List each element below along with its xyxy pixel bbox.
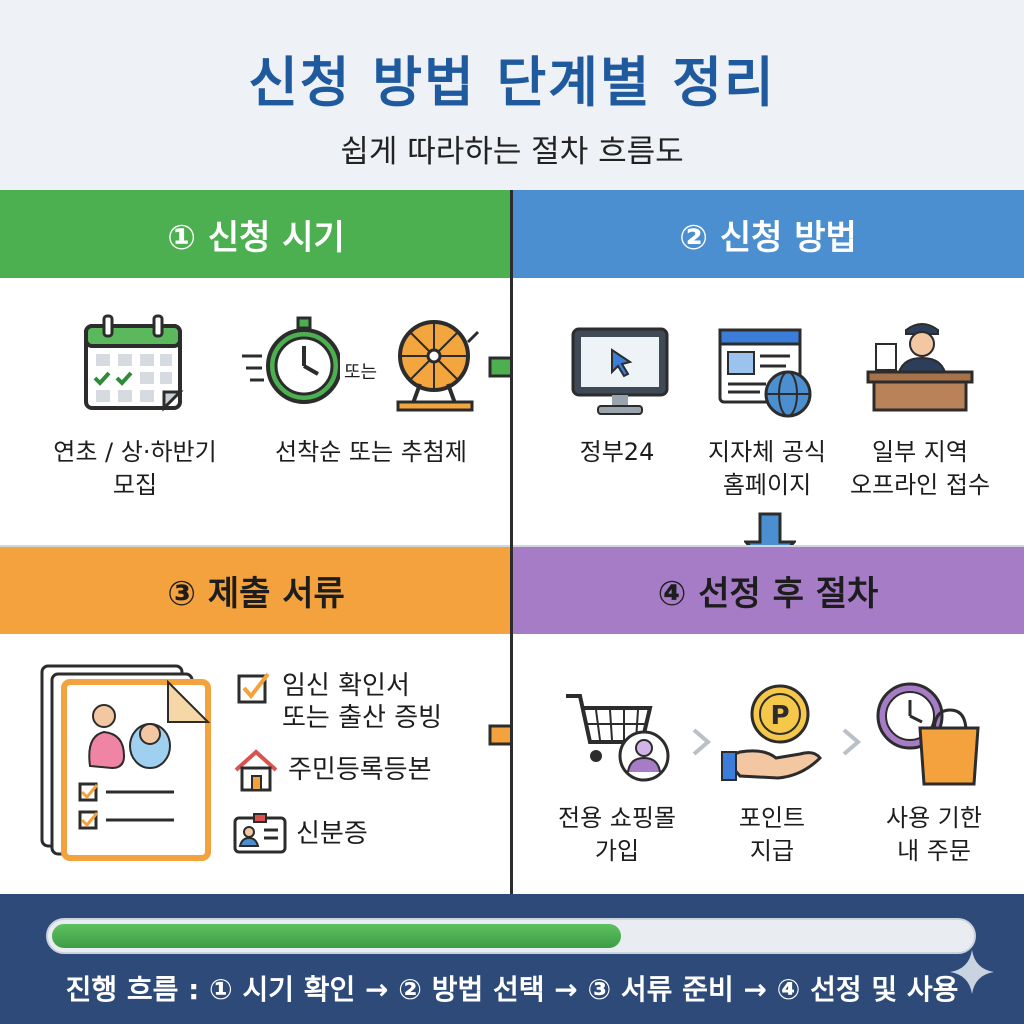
progress-bar: [46, 918, 976, 954]
footer: [0, 894, 1024, 1024]
step2-label-3: 일부 지역 오프라인 접수: [849, 438, 991, 499]
panel-divider-vertical: [510, 190, 513, 894]
stopwatch-icon: [242, 316, 340, 404]
step2-label-1: 정부24: [579, 438, 655, 466]
step1-label-2: 선착순 또는 추첨제: [275, 438, 467, 466]
chevron-right-icon: [842, 728, 862, 756]
cart-user-icon: [566, 694, 670, 782]
doc-label-3: 신분증: [296, 819, 368, 849]
step4-label-3: 사용 기한 내 주문: [886, 804, 982, 865]
doc-item-pregnancy: 임신 확인서 또는 출산 증빙: [236, 670, 442, 734]
step3-panel: ③ 제출 서류 임신 확인서 또는 출산 증빙 주민등록등본: [0, 546, 548, 894]
documents-icon: [40, 664, 211, 861]
page-subtitle: 쉽게 따라하는 절차 흐름도: [340, 134, 684, 170]
doc-label-2: 주민등록등본: [288, 755, 432, 785]
calendar-icon: [84, 314, 184, 412]
step4-label-2: 포인트 지급: [738, 804, 806, 865]
sparkle-icon: [950, 950, 994, 994]
flow-summary: 진행 흐름 : ① 시기 확인 → ② 방법 선택 → ③ 서류 준비 → ④ …: [65, 973, 959, 1006]
step4-panel: ④ 선정 후 절차 전용 쇼핑몰 가입 P 포인트 지급 사용 기한 내 주문: [512, 546, 1024, 894]
lottery-wheel-icon: [396, 320, 480, 412]
step3-heading: ③ 제출 서류: [0, 546, 512, 634]
clock-bag-icon: [876, 682, 980, 786]
page-title: 신청 방법 단계별 정리: [248, 51, 776, 114]
step4-label-1: 전용 쇼핑몰 가입: [557, 804, 677, 865]
or-label: 또는: [344, 362, 378, 383]
clerk-desk-icon: [866, 323, 974, 412]
doc-label-1: 임신 확인서 또는 출산 증빙: [282, 671, 443, 733]
doc-item-resident: 주민등록등본: [232, 748, 432, 792]
house-icon: [234, 749, 278, 792]
step1-label-1: 연초 / 상·하반기 모집: [53, 438, 217, 499]
step1-panel: ① 신청 시기 연초 / 상·하반기 모집 또는: [0, 190, 548, 546]
step1-heading: ① 신청 시기: [0, 190, 512, 278]
step2-panel: ② 신청 방법 정부24 지자체 공식 홈페이지 일부 지역 오프라인 접수: [512, 190, 1024, 572]
website-globe-icon: [718, 328, 812, 418]
step4-heading: ④ 선정 후 절차: [512, 546, 1024, 634]
step2-label-2: 지자체 공식 홈페이지: [707, 438, 827, 499]
doc-item-id: 신분증: [232, 812, 368, 856]
checkbox-icon: [237, 672, 270, 704]
progress-fill: [52, 924, 621, 948]
svg-text:P: P: [770, 701, 789, 731]
header: 신청 방법 단계별 정리 쉽게 따라하는 절차 흐름도: [0, 0, 1024, 190]
monitor-icon: [571, 327, 669, 415]
step2-heading: ② 신청 방법: [512, 190, 1024, 278]
coin-hand-icon: P: [721, 684, 822, 781]
chevron-right-icon: [692, 728, 712, 756]
id-card-icon: [233, 813, 287, 854]
